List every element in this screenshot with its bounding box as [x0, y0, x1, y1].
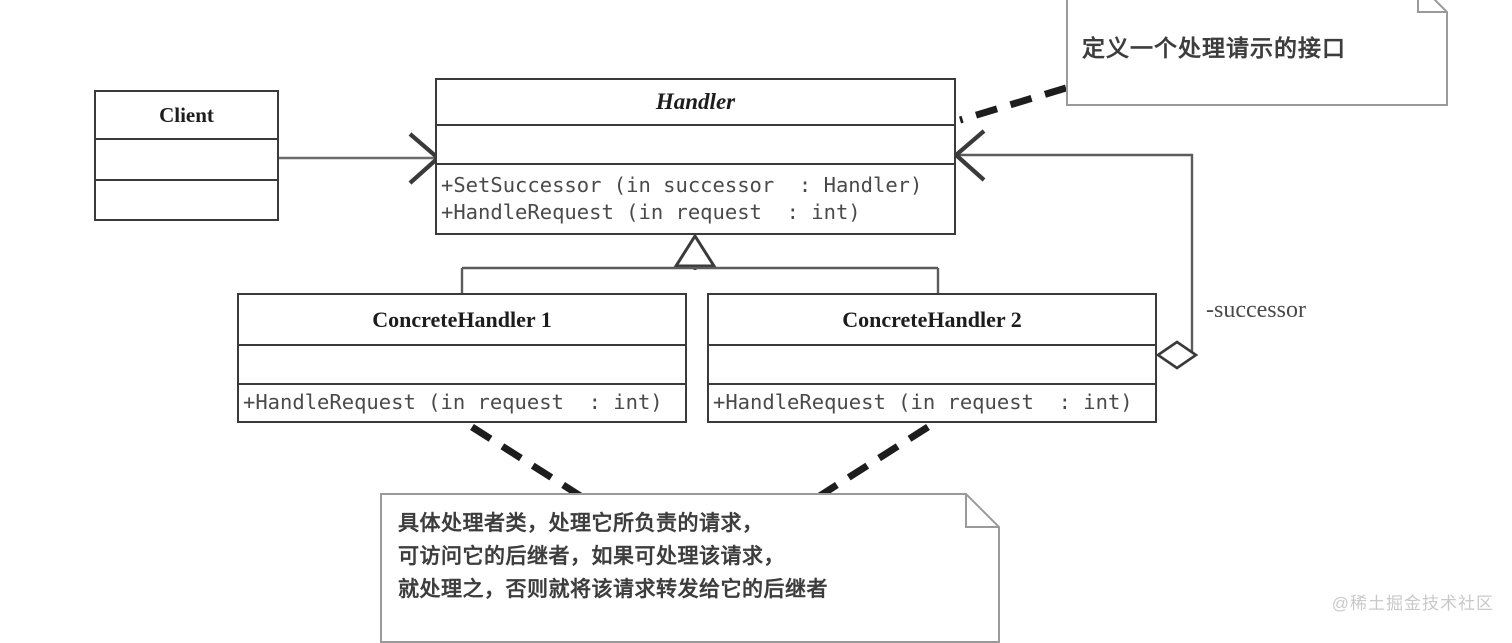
diagram-canvas: Client Handler +SetSuccessor (in success…: [94, 0, 1494, 643]
note-concrete-handlers[interactable]: 具体处理者类，处理它所负责的请求， 可访问它的后继者，如果可处理该请求， 就处理…: [380, 493, 1000, 643]
class-title-concrete-handler-2: ConcreteHandler 2: [842, 306, 1022, 332]
class-operations-concrete-handler-2: +HandleRequest (in request : int): [709, 383, 1155, 421]
class-title-handler: Handler: [655, 89, 736, 114]
class-attributes-concrete-handler-1: [239, 344, 685, 383]
operation-set-successor: +SetSuccessor (in successor : Handler): [441, 172, 923, 197]
note-handler-text: 定义一个处理请示的接口: [1082, 35, 1346, 61]
class-attributes-concrete-handler-2: [709, 344, 1155, 383]
relationship-client-handler: [279, 132, 442, 185]
class-title-client: Client: [159, 102, 214, 127]
note-concrete-handlers-text: 具体处理者类，处理它所负责的请求， 可访问它的后继者，如果可处理该请求， 就处理…: [398, 512, 828, 602]
class-title-concrete-handler-1: ConcreteHandler 1: [372, 306, 552, 332]
operation-handle-request: +HandleRequest (in request : int): [441, 200, 861, 224]
relationship-generalization: [460, 233, 940, 293]
note-link-concrete1: [470, 424, 584, 500]
class-operations-handler: +SetSuccessor (in successor : Handler) +…: [437, 163, 954, 233]
class-attributes-client: [96, 138, 277, 179]
operation-handle-request: +HandleRequest (in request : int): [713, 390, 1133, 415]
class-box-concrete-handler-2[interactable]: ConcreteHandler 2 +HandleRequest (in req…: [707, 293, 1157, 423]
class-operations-concrete-handler-1: +HandleRequest (in request : int): [239, 383, 685, 421]
class-operations-client: [96, 179, 277, 219]
operation-handle-request: +HandleRequest (in request : int): [243, 390, 663, 415]
note-link-concrete2: [816, 424, 930, 500]
note-link-handler: [958, 84, 1068, 124]
class-attributes-handler: [437, 124, 954, 163]
association-label-successor: -successor: [1206, 297, 1306, 323]
class-box-client[interactable]: Client: [94, 90, 279, 221]
class-box-concrete-handler-1[interactable]: ConcreteHandler 1 +HandleRequest (in req…: [237, 293, 687, 423]
watermark: @稀土掘金技术社区: [1331, 594, 1494, 613]
note-handler[interactable]: 定义一个处理请示的接口: [1066, 0, 1448, 106]
class-box-handler[interactable]: Handler +SetSuccessor (in successor : Ha…: [435, 78, 956, 235]
